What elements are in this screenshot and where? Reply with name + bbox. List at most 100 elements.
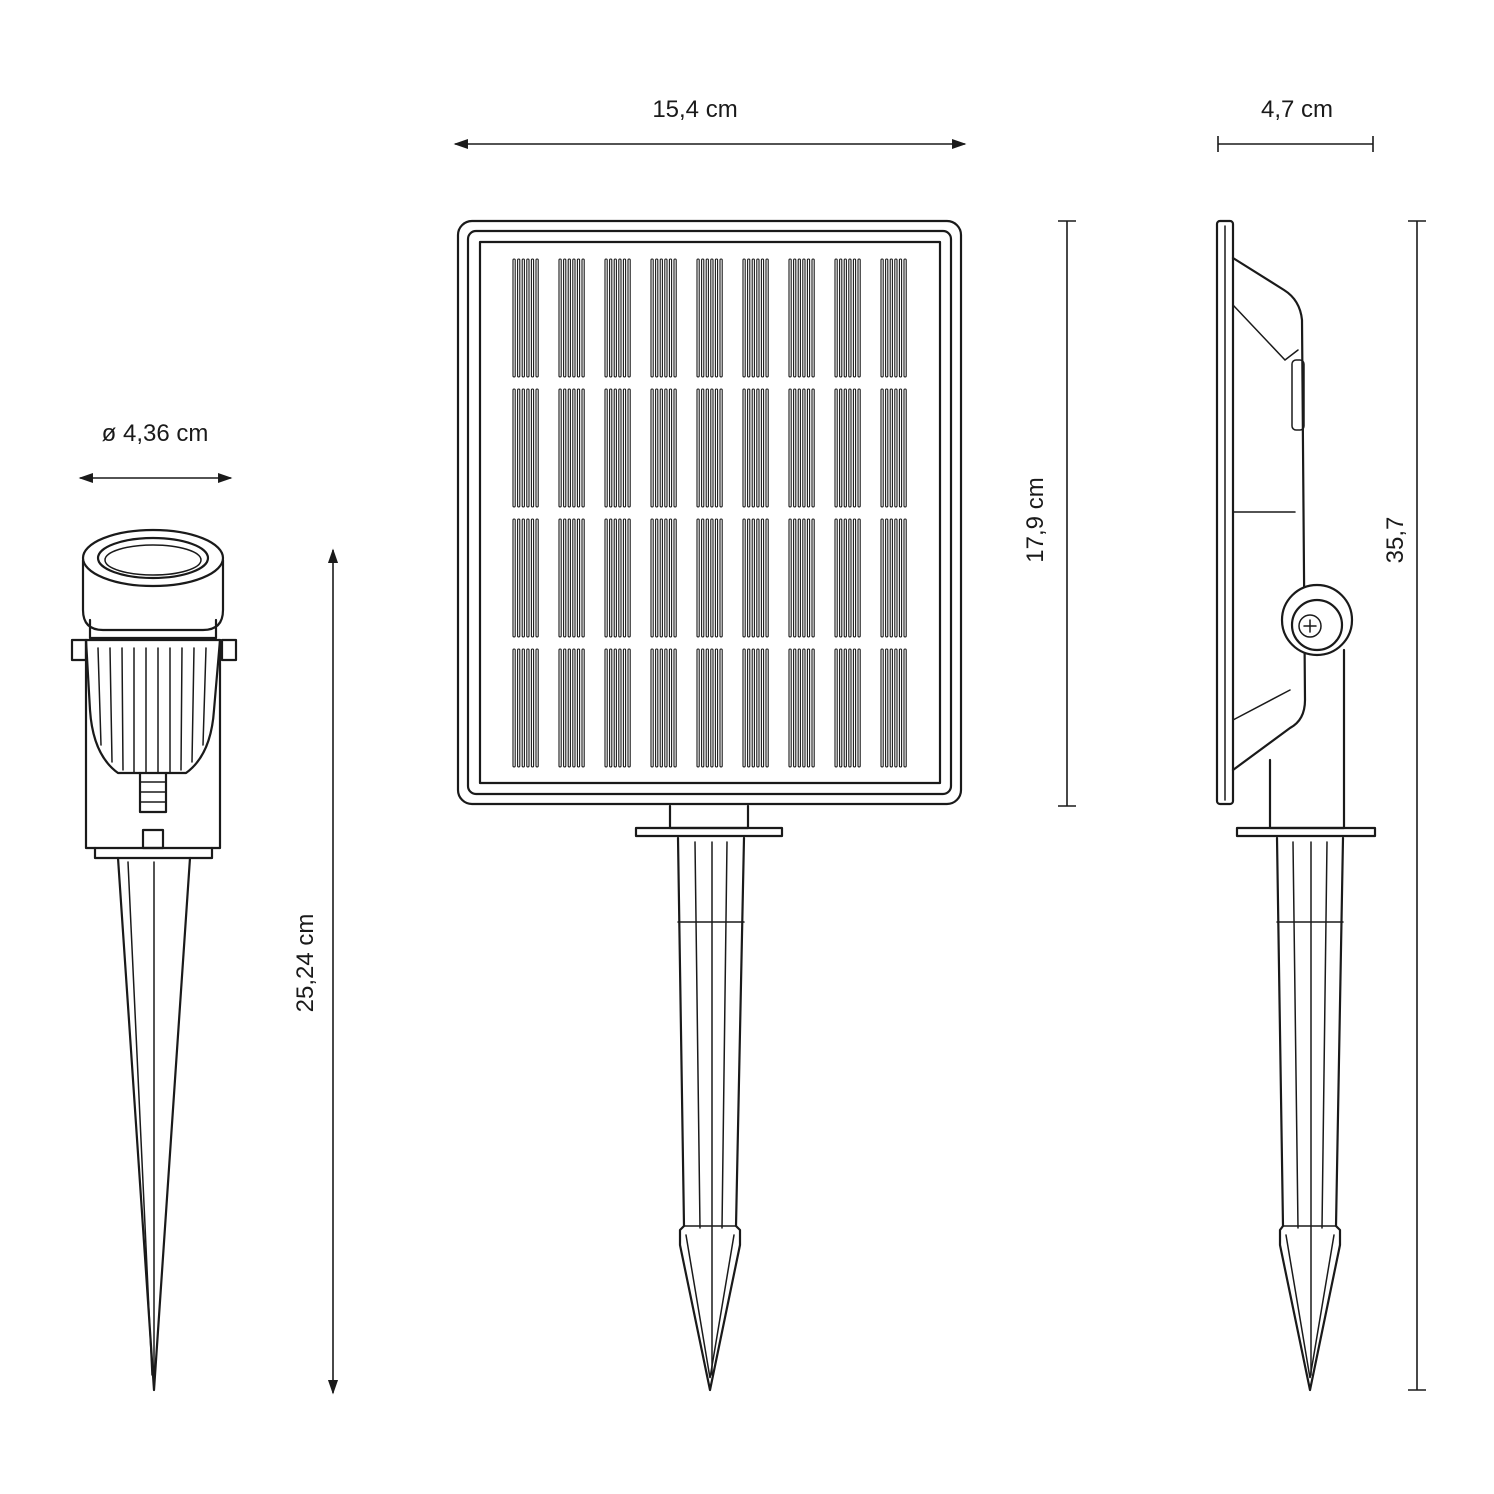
- cell-bar: [793, 258, 797, 378]
- cell-bar: [889, 648, 893, 768]
- solar-cell: [880, 258, 907, 378]
- cell-bar: [898, 648, 903, 768]
- side-depth-label: 4,7 cm: [1261, 96, 1333, 123]
- cell-bar: [567, 648, 571, 768]
- solar-cell: [788, 388, 815, 508]
- cell-bar: [535, 388, 539, 508]
- cell-bar: [747, 518, 751, 638]
- solar-cell: [742, 648, 769, 768]
- cell-bar: [839, 258, 843, 378]
- cell-bar: [714, 648, 719, 768]
- cell-bar: [659, 258, 663, 378]
- cell-bar: [517, 258, 521, 378]
- cell-bar: [613, 648, 617, 768]
- cell-bar: [701, 258, 705, 378]
- cell-bar: [742, 388, 746, 508]
- cell-bar: [710, 648, 714, 768]
- cell-bar: [760, 388, 765, 508]
- cell-bar: [806, 258, 811, 378]
- cell-bar: [526, 518, 530, 638]
- cell-bar: [710, 258, 714, 378]
- cell-bar: [517, 518, 521, 638]
- cell-bar: [558, 518, 562, 638]
- cell-bar: [843, 518, 847, 638]
- cell-bar: [705, 648, 709, 768]
- cell-bar: [880, 648, 884, 768]
- cell-bar: [756, 518, 760, 638]
- cell-bar: [512, 258, 516, 378]
- cell-bar: [521, 518, 525, 638]
- panel-height-label: 17,9 cm: [1022, 477, 1049, 562]
- solar-cell: [512, 648, 539, 768]
- cell-bar: [701, 388, 705, 508]
- cell-bar: [714, 388, 719, 508]
- cell-bar: [719, 518, 723, 638]
- solar-cell: [742, 388, 769, 508]
- cell-bar: [609, 388, 613, 508]
- cell-bar: [705, 518, 709, 638]
- cell-bar: [848, 518, 852, 638]
- cell-bar: [696, 648, 700, 768]
- solar-cell: [558, 388, 585, 508]
- cell-bar: [664, 258, 668, 378]
- cell-bar: [843, 258, 847, 378]
- cell-bar: [705, 388, 709, 508]
- solar-cell: [604, 518, 631, 638]
- cell-bar: [742, 258, 746, 378]
- cell-bar: [719, 258, 723, 378]
- cell-bar: [802, 518, 806, 638]
- cell-bar: [885, 648, 889, 768]
- cell-bar: [613, 388, 617, 508]
- cell-bar: [806, 388, 811, 508]
- cell-bar: [839, 518, 843, 638]
- cell-bar: [788, 258, 792, 378]
- cell-bar: [535, 518, 539, 638]
- cell-bar: [664, 388, 668, 508]
- cell-bar: [760, 648, 765, 768]
- cell-bar: [521, 388, 525, 508]
- cell-bar: [576, 518, 581, 638]
- cell-bar: [618, 648, 622, 768]
- cell-bar: [843, 648, 847, 768]
- cell-bar: [526, 388, 530, 508]
- cell-bar: [572, 388, 576, 508]
- cell-bar: [898, 518, 903, 638]
- cell-bar: [714, 518, 719, 638]
- solar-cell: [650, 648, 677, 768]
- cell-bar: [839, 388, 843, 508]
- cell-bar: [765, 258, 769, 378]
- cell-bar: [857, 258, 861, 378]
- cell-bar: [705, 258, 709, 378]
- solar-cell: [512, 258, 539, 378]
- cell-bar: [765, 518, 769, 638]
- cell-bar: [852, 258, 857, 378]
- solar-cell: [696, 388, 723, 508]
- cell-bar: [572, 648, 576, 768]
- cell-bar: [885, 388, 889, 508]
- cell-bar: [857, 518, 861, 638]
- total-height-label: 35,7: [1382, 517, 1409, 564]
- cell-bar: [852, 518, 857, 638]
- solar-cell: [742, 258, 769, 378]
- cell-bar: [563, 648, 567, 768]
- cell-bar: [572, 518, 576, 638]
- cell-bar: [558, 388, 562, 508]
- cell-bar: [903, 388, 907, 508]
- cell-bar: [719, 388, 723, 508]
- cell-bar: [788, 518, 792, 638]
- cell-bar: [576, 388, 581, 508]
- cell-bar: [848, 648, 852, 768]
- cell-bar: [714, 258, 719, 378]
- cell-bar: [604, 258, 608, 378]
- cell-bar: [622, 648, 627, 768]
- solar-panel-front-drawing: 15,4 cm 17,9 cm: [453, 96, 1076, 1392]
- solar-cell: [788, 258, 815, 378]
- cell-bar: [903, 518, 907, 638]
- cell-bar: [655, 258, 659, 378]
- panel-width-label: 15,4 cm: [652, 96, 737, 123]
- cell-bar: [880, 388, 884, 508]
- solar-cell: [834, 518, 861, 638]
- cell-bar: [655, 388, 659, 508]
- cell-bar: [572, 258, 576, 378]
- cell-bar: [756, 388, 760, 508]
